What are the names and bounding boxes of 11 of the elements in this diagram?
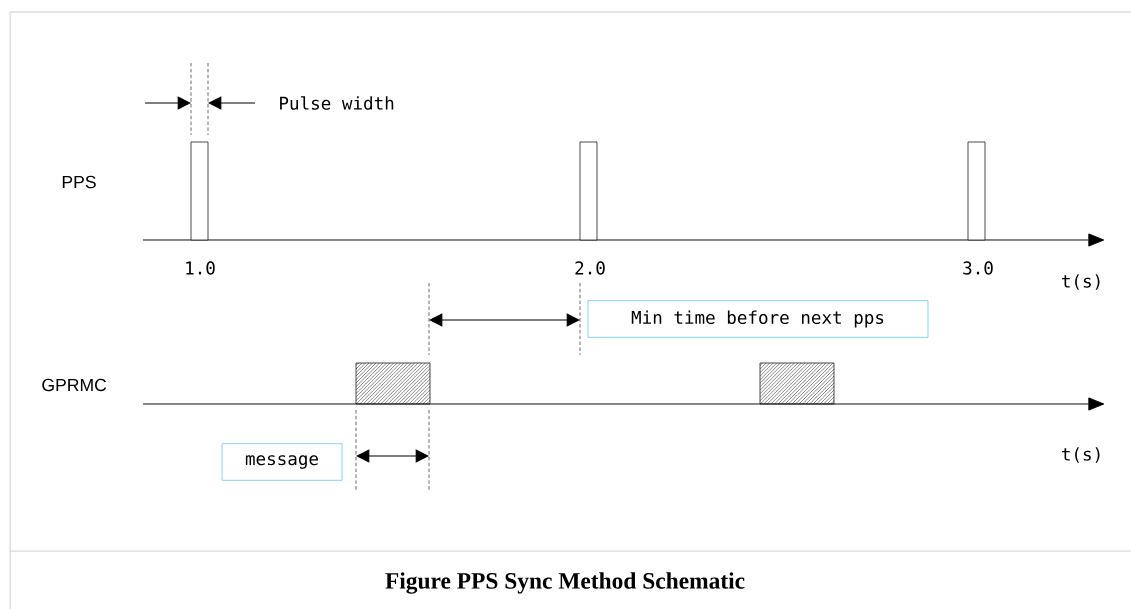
signal-name: GPRMC xyxy=(42,378,107,392)
label-box: message xyxy=(221,443,343,481)
caption: Figure PPS Sync Method Schematic xyxy=(385,572,745,594)
axis-label: 1.0 xyxy=(186,261,215,275)
axis-label: 3.0 xyxy=(963,261,993,275)
signal-name: PPS xyxy=(62,175,96,189)
axis-label: t(s) xyxy=(1062,447,1100,463)
axis-label: t(s) xyxy=(1062,274,1100,290)
axis-label: 2.0 xyxy=(575,261,605,275)
dimension-label: Pulse width xyxy=(280,96,394,110)
label-box: Min time before next pps xyxy=(587,300,929,338)
